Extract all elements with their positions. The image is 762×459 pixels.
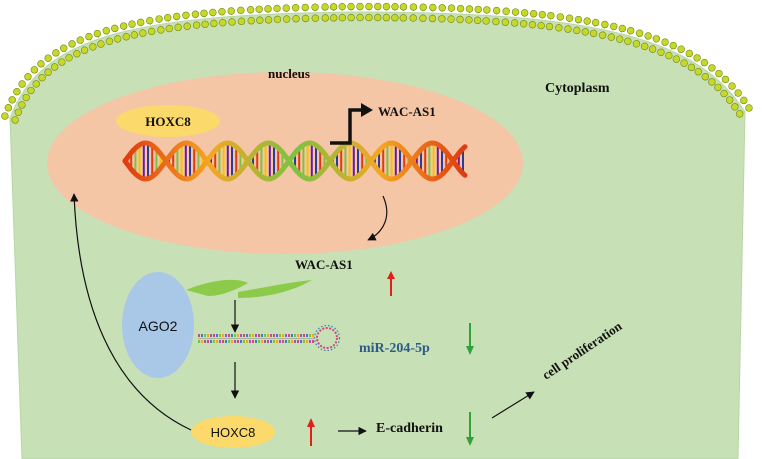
ago2-label: AGO2: [139, 318, 178, 334]
lncrna-strand-icon: [186, 279, 312, 298]
hoxc8-protein-ellipse: [191, 416, 275, 448]
ecadherin-to-proliferation-arrow: [491, 391, 535, 419]
wac-as1-up-arrow: [387, 271, 395, 296]
wac-as1-rna-label: WAC-AS1: [295, 257, 353, 272]
ago2-ellipse: [122, 272, 194, 378]
hoxc8-nucleus-label: HOXC8: [145, 114, 191, 129]
cytoplasm-label: Cytoplasm: [545, 81, 610, 96]
promoter-arrow-head: [361, 103, 373, 117]
hoxc8-nucleus-ellipse: [116, 105, 220, 137]
mirna-hairpin-icon: [198, 324, 341, 352]
hoxc8-up-arrow: [307, 418, 315, 446]
hoxc8-feedback-arrow: [70, 193, 192, 431]
mir-204-5p-down-arrow: [466, 323, 474, 355]
mir-204-5p-label: miR-204-5p: [359, 341, 430, 356]
cell-membrane: [1, 2, 753, 124]
wac-as1-gene-label: WAC-AS1: [378, 104, 436, 119]
dna-helix-icon: [122, 140, 468, 182]
hoxc8-protein-label: HOXC8: [211, 425, 256, 440]
nucleus-label: nucleus: [268, 66, 310, 81]
ecadherin-label: E-cadherin: [376, 421, 443, 436]
transcription-arrow: [367, 195, 388, 241]
ecadherin-down-arrow: [466, 412, 474, 446]
promoter-arrow-icon: [330, 108, 362, 145]
